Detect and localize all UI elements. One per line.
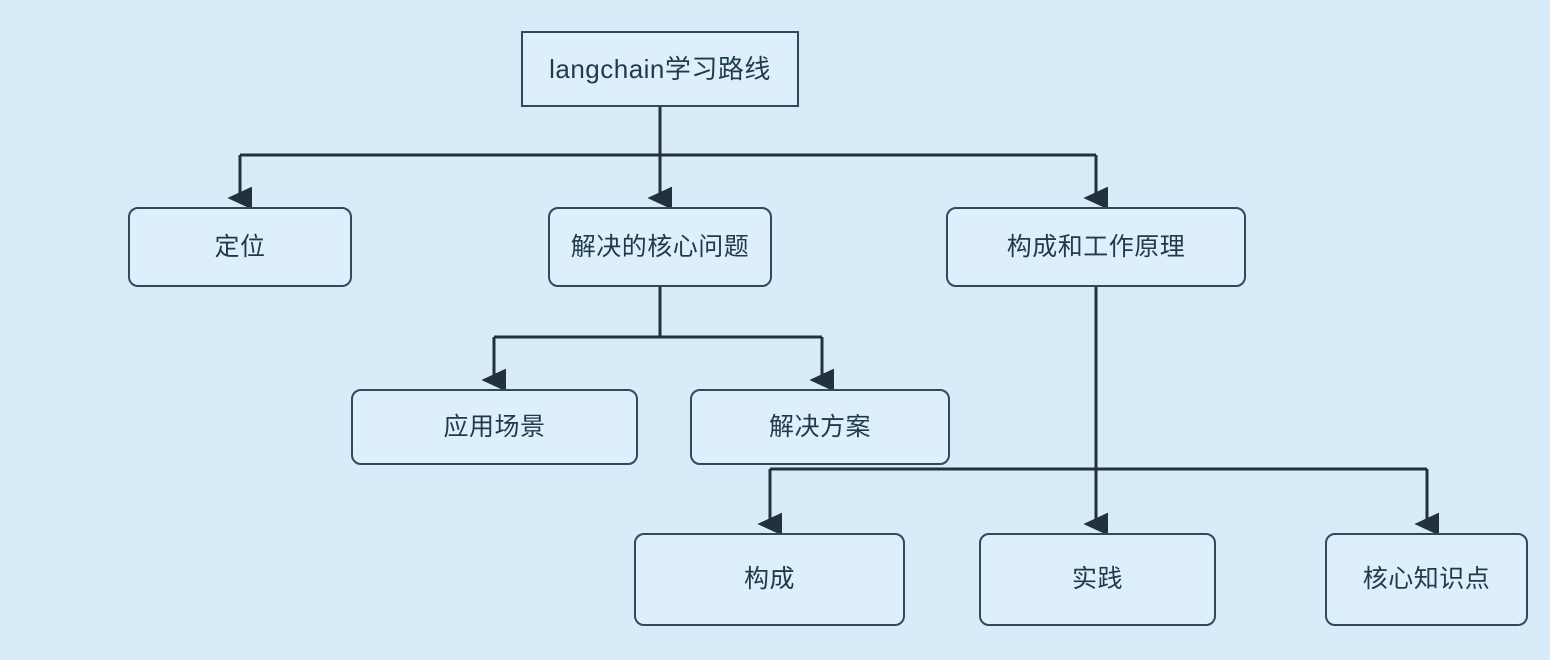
node-structure-and-principles[interactable]: 构成和工作原理 bbox=[946, 207, 1246, 287]
node-practice[interactable]: 实践 bbox=[979, 533, 1216, 626]
node-label: 实践 bbox=[1071, 565, 1123, 593]
node-label: 应用场景 bbox=[443, 412, 546, 441]
node-core-problem[interactable]: 解决的核心问题 bbox=[548, 207, 772, 287]
node-label: 核心知识点 bbox=[1362, 565, 1491, 593]
node-core-knowledge-points[interactable]: 核心知识点 bbox=[1325, 533, 1528, 626]
node-label: 构成 bbox=[743, 565, 795, 593]
node-label: 构成和工作原理 bbox=[1006, 232, 1186, 261]
node-label: 解决的核心问题 bbox=[570, 232, 750, 261]
node-label: 定位 bbox=[214, 232, 266, 261]
node-label: langchain学习路线 bbox=[549, 54, 771, 84]
node-composition[interactable]: 构成 bbox=[634, 533, 905, 626]
node-position[interactable]: 定位 bbox=[128, 207, 352, 287]
node-application-scenario[interactable]: 应用场景 bbox=[351, 389, 638, 465]
node-langchain-learning-path[interactable]: langchain学习路线 bbox=[521, 31, 799, 107]
node-solution[interactable]: 解决方案 bbox=[690, 389, 950, 465]
node-label: 解决方案 bbox=[768, 412, 871, 441]
